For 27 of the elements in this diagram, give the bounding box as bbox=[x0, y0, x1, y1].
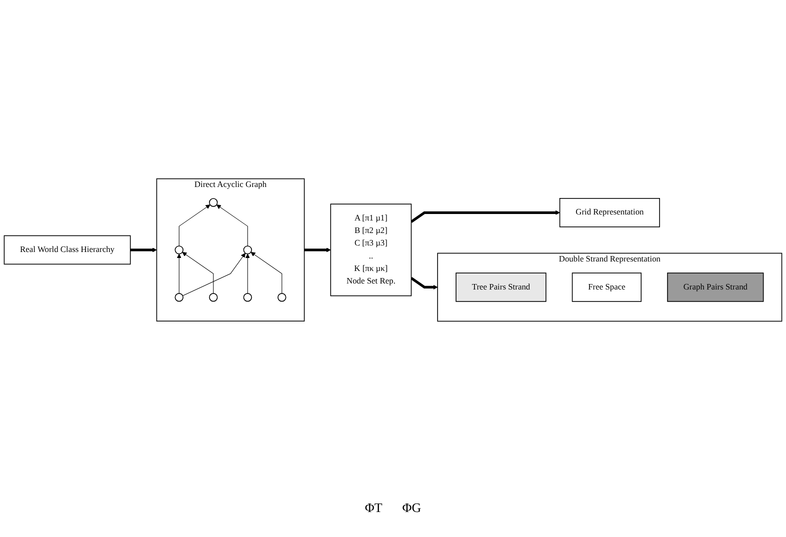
arrow bbox=[250, 252, 282, 294]
node-circle bbox=[174, 293, 184, 302]
node-box: A [π1 µ1] B [π2 µ2] C [π3 µ3] .. K [πκ µκ] Node Set Rep. bbox=[330, 204, 412, 296]
arrow bbox=[304, 248, 331, 252]
node-circle bbox=[243, 246, 252, 254]
arrow bbox=[130, 248, 157, 252]
node-box: Tree Pairs Strand bbox=[456, 272, 546, 302]
arrow bbox=[178, 204, 210, 246]
node-box: Grid Representation bbox=[559, 198, 660, 228]
node-circle bbox=[243, 293, 252, 302]
arrow bbox=[182, 252, 246, 296]
node-box: Real World Class Hierarchy bbox=[4, 235, 131, 265]
cluster: Direct Acyclic Graph bbox=[156, 178, 305, 322]
node-circle bbox=[278, 293, 286, 302]
arrow bbox=[182, 252, 214, 294]
node-circle bbox=[174, 246, 184, 254]
node-box: Free Space bbox=[572, 272, 642, 302]
arrow bbox=[176, 254, 182, 294]
arrow bbox=[245, 254, 250, 294]
node-circle bbox=[209, 293, 218, 302]
strand-pointer-label: ΦT bbox=[364, 500, 382, 516]
strand-pointer-label: ΦG bbox=[402, 500, 422, 516]
node-box: Graph Pairs Strand bbox=[667, 272, 764, 302]
arrow bbox=[216, 204, 248, 246]
arrow bbox=[410, 276, 438, 290]
arrow bbox=[410, 210, 560, 223]
node-circle bbox=[209, 198, 218, 207]
